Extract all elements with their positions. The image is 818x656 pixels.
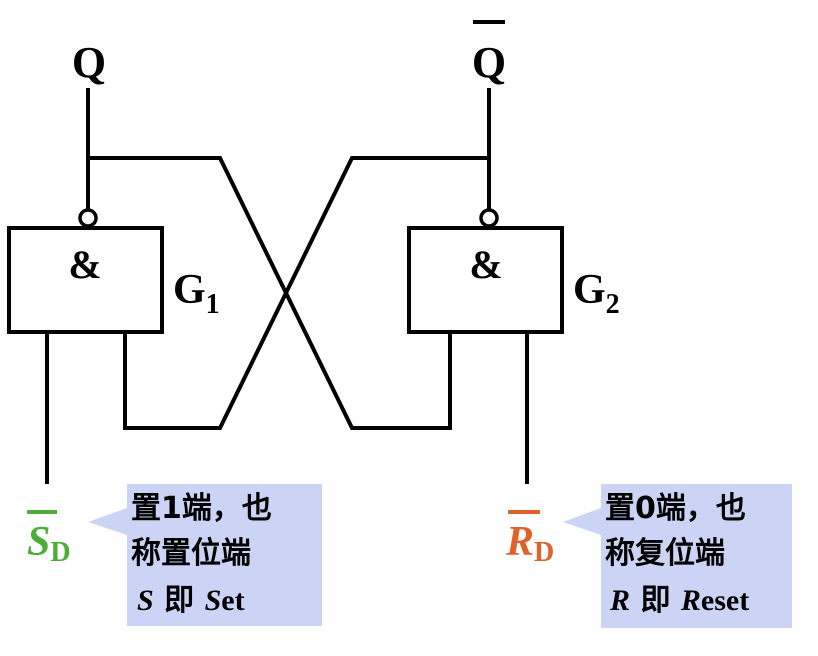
gate-g2-symbol: & [469,242,502,287]
reset-callout-line3: R 即 Reset [609,583,749,618]
feedback-wire-qbar-to-g1 [123,156,491,430]
set-callout: 置1端，也 称置位端 S 即 Set [88,484,322,626]
reset-callout-line2: 称复位端 [605,536,725,571]
q-bar-output-label: Q [472,38,506,87]
gate-g2-box [407,226,564,334]
gate-g1: & G1 [7,208,220,334]
q-output-label: Q [72,38,106,87]
gate-g1-inversion-bubble [78,208,98,228]
reset-input-letter: RD [505,519,554,568]
gate-g2-inversion-bubble [479,208,499,228]
gate-g1-box [7,226,164,334]
reset-callout-shape [563,484,792,628]
feedback-wire-q-to-g2 [86,156,452,430]
set-callout-shape [88,484,322,626]
set-callout-line3: S 即 Set [137,583,245,618]
set-input-letter: SD [27,519,71,568]
set-input-label: SD [27,510,71,568]
gate-g1-symbol: & [68,242,101,287]
set-callout-line2: 称置位端 [131,536,251,571]
reset-callout: 置0端，也 称复位端 R 即 Reset [563,484,792,628]
set-callout-line1: 置1端，也 [131,491,272,526]
wires [45,88,529,484]
gate-g2: & G2 [407,208,620,334]
gate-g1-label: G1 [173,267,220,320]
reset-callout-line1: 置0端，也 [605,491,746,526]
q-bar-output-label-group: Q [472,20,506,87]
reset-input-label: RD [505,510,554,568]
gate-g2-label: G2 [573,267,620,320]
